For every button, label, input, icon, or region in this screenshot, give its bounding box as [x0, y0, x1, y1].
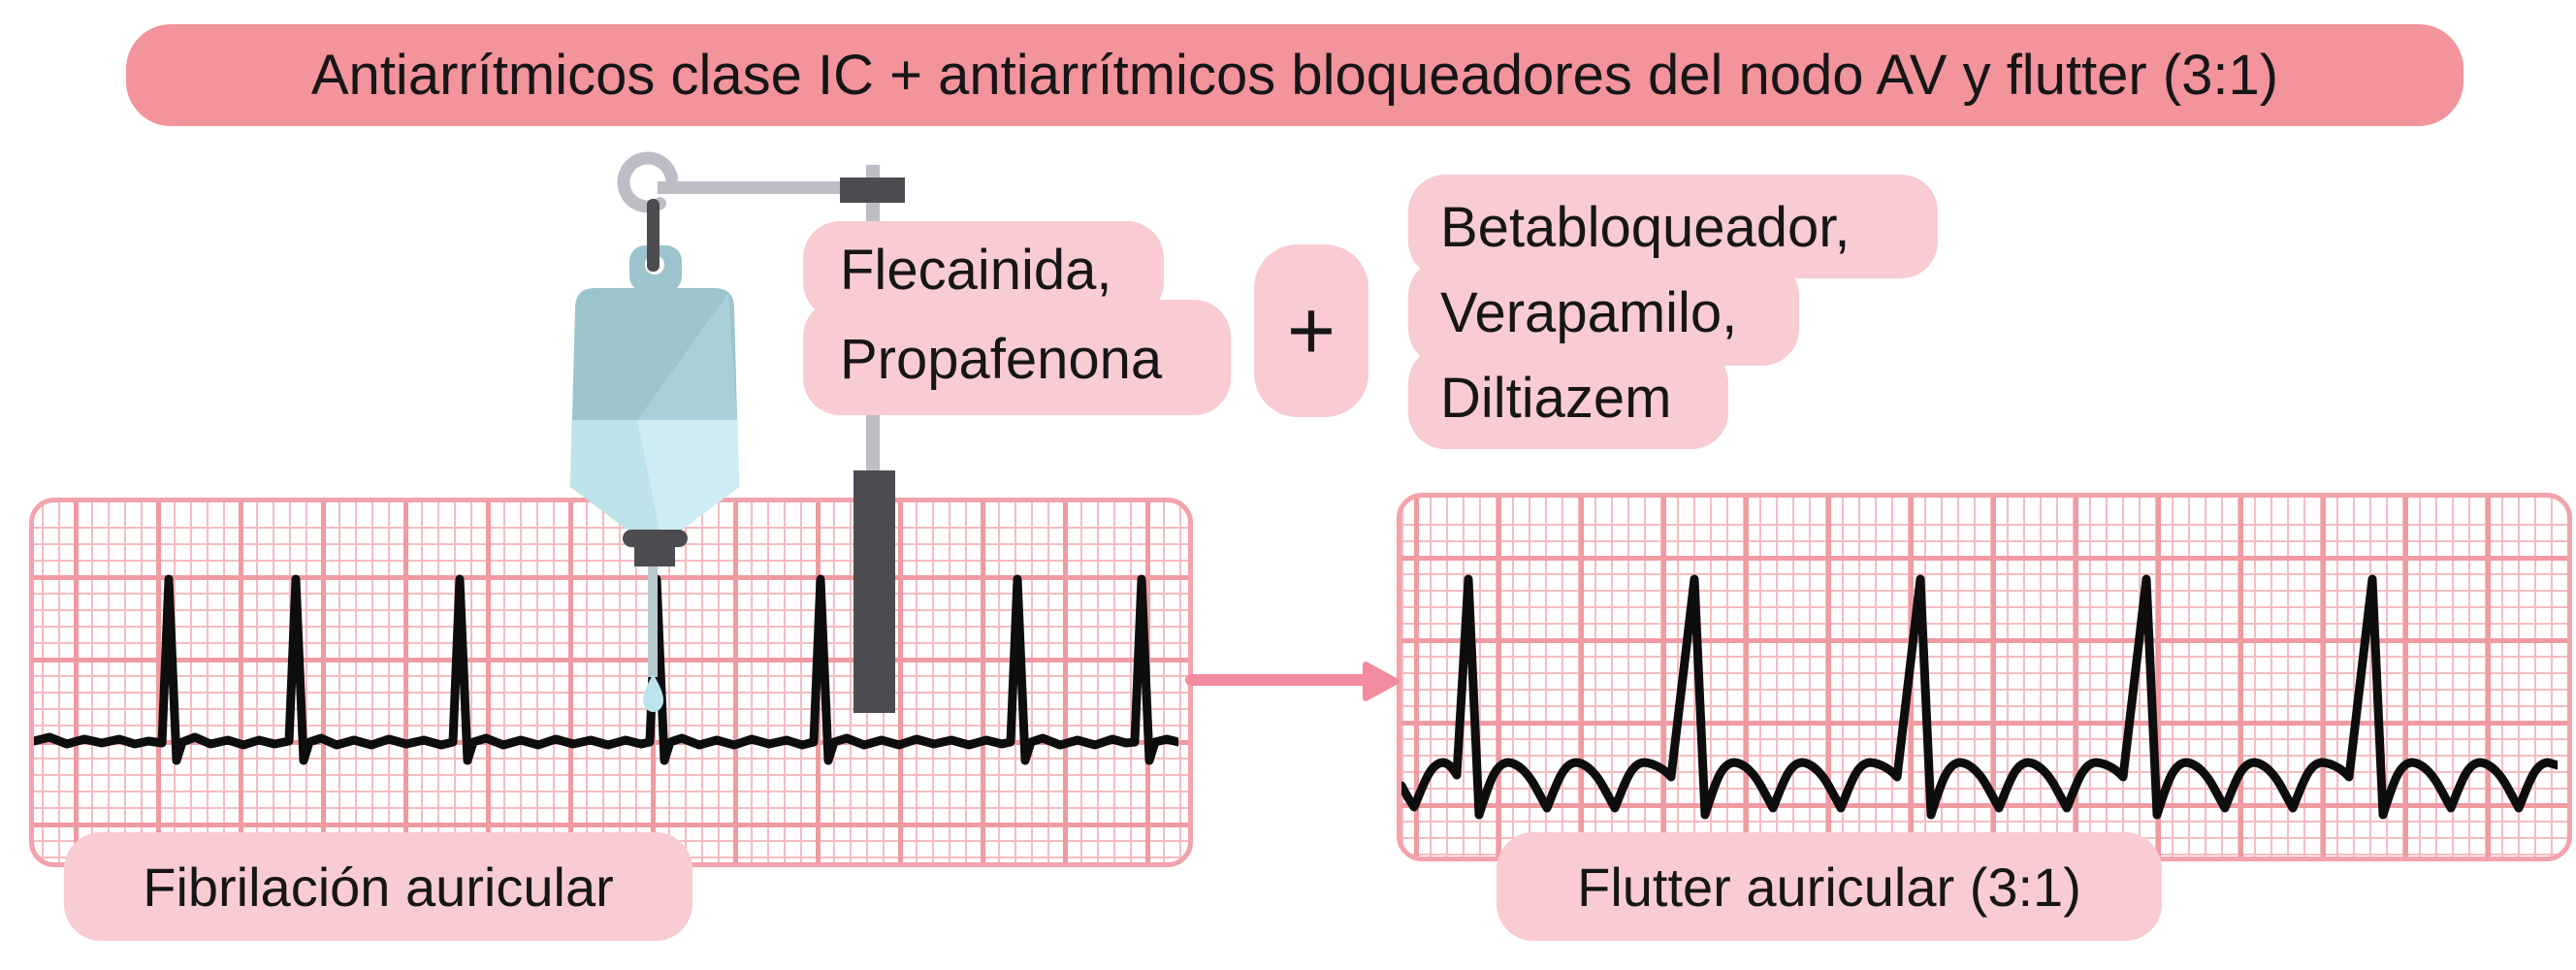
- av-blocker-line3: Diltiazem: [1440, 366, 1672, 430]
- right-ecg-caption-box: Flutter auricular (3:1): [1497, 832, 2162, 941]
- plus-badge: +: [1254, 244, 1368, 417]
- hook-ring-icon: [617, 151, 679, 213]
- right-ecg-caption: Flutter auricular (3:1): [1577, 856, 2081, 918]
- ecg-strip-atrial-flutter: [1397, 493, 2572, 861]
- iv-pole-lower-dark: [853, 470, 895, 713]
- av-blocker-line1: Betabloqueador,: [1440, 195, 1851, 259]
- ecg-trace-fibrillation: [34, 574, 1178, 765]
- ecg-trace-flutter: [1401, 574, 2558, 820]
- left-ecg-caption-box: Fibrilación auricular: [64, 832, 692, 941]
- nozzle-cap: [623, 530, 688, 547]
- pole-arm: [658, 181, 852, 194]
- drip-tube: [648, 566, 658, 677]
- ecg-strip-atrial-fibrillation: [29, 498, 1193, 867]
- bag-highlight: [637, 293, 737, 420]
- class-ic-line1: Flecainida,: [840, 239, 1112, 302]
- page-title: Antiarrítmicos clase IC + antiarrítmicos…: [310, 44, 2279, 107]
- plus-sign: +: [1286, 283, 1336, 377]
- av-blocker-chip-line3: [1408, 346, 1728, 449]
- right-arrow-icon: [1185, 662, 1400, 701]
- bag-liquid-highlight: [637, 420, 739, 531]
- nozzle-block: [634, 545, 675, 566]
- left-ecg-caption: Fibrilación auricular: [143, 856, 614, 918]
- pole-connector: [840, 178, 905, 203]
- drip-droplet-icon: [643, 674, 663, 712]
- iv-drip-bag-icon: [570, 151, 905, 713]
- title-banner: Antiarrítmicos clase IC + antiarrítmicos…: [126, 24, 2463, 126]
- class-ic-chip-line2: [803, 300, 1231, 415]
- av-blocker-line2: Verapamilo,: [1440, 280, 1738, 344]
- class-ic-line2: Propafenona: [840, 327, 1163, 391]
- hanger-rod: [647, 199, 660, 272]
